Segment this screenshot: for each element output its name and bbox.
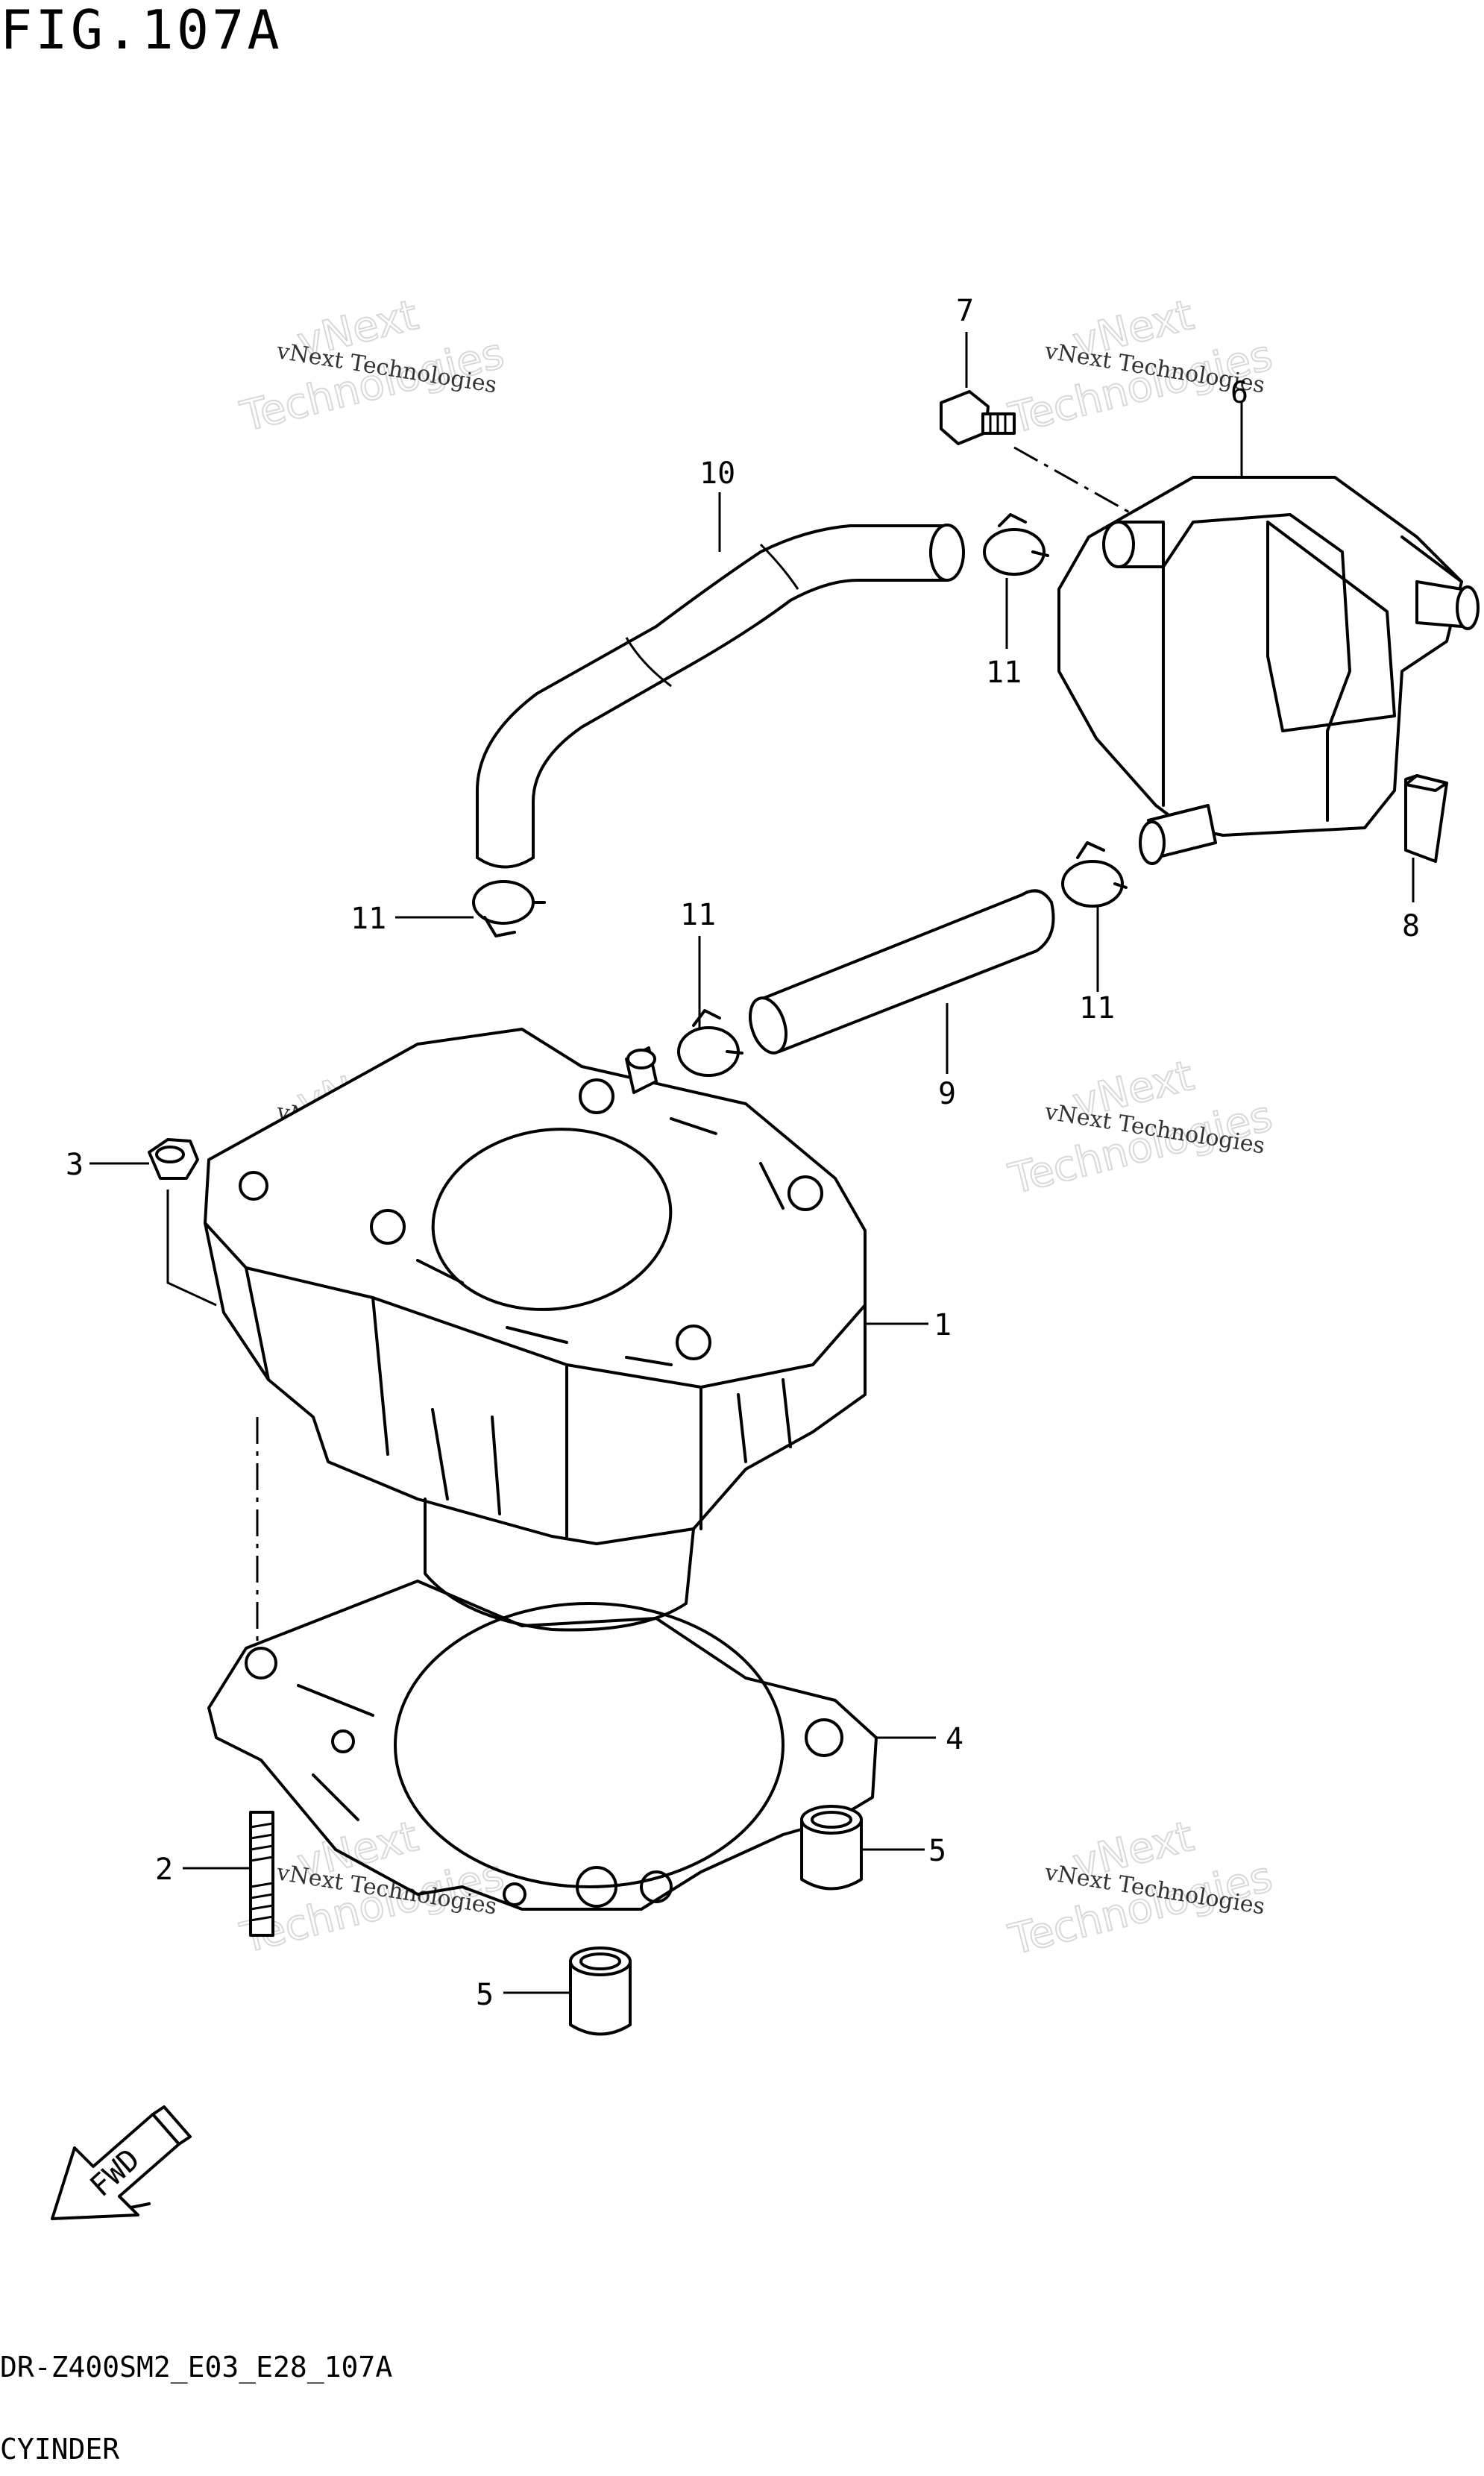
callout-11-top: 11 xyxy=(986,656,1022,690)
watermark-top-left: vNext Technologies vNext Technologies xyxy=(235,290,509,442)
callout-4: 4 xyxy=(946,1722,963,1756)
section-name: CYINDER xyxy=(0,2433,120,2466)
callout-1: 1 xyxy=(934,1308,952,1342)
callout-11-mid: 11 xyxy=(680,898,716,932)
model-code: DR-Z400SM2_E03_E28_107A xyxy=(0,2351,393,2384)
hose-part-10 xyxy=(476,524,965,869)
clamp-part-11-a xyxy=(983,513,1049,576)
callout-7: 7 xyxy=(956,294,974,328)
dowel-part-5-b xyxy=(569,1946,632,2036)
callout-11-right: 11 xyxy=(1079,991,1115,1025)
gasket-part-4 xyxy=(207,1580,878,1911)
stud-part-2 xyxy=(249,1811,274,1937)
callout-9: 9 xyxy=(938,1077,956,1111)
reservoir-part-6 xyxy=(1057,476,1480,865)
callout-5-lower: 5 xyxy=(476,1978,494,2012)
callout-11-left: 11 xyxy=(350,902,386,936)
callout-2: 2 xyxy=(155,1853,173,1887)
callout-10: 10 xyxy=(699,456,735,491)
callout-5-right: 5 xyxy=(928,1834,946,1868)
bolt-7-install-line xyxy=(1013,446,1134,516)
bolt-part-7 xyxy=(940,390,1016,445)
fwd-arrow: FWD xyxy=(51,2105,192,2220)
hose-part-9 xyxy=(749,889,1055,1055)
cylinder-part-1 xyxy=(204,1028,867,1632)
clamp-part-11-b xyxy=(472,880,546,937)
nut-part-3 xyxy=(148,1138,199,1180)
clamp-part-11-d xyxy=(1061,841,1128,908)
dowel-part-5-a xyxy=(800,1805,863,1891)
leader-lines xyxy=(89,332,1415,1994)
clamp-part-11-c xyxy=(677,1009,743,1077)
watermark-mid-right: vNext Technologies vNext Technologies xyxy=(1004,1051,1278,1204)
figure-title: FIG.107A xyxy=(0,0,283,61)
watermark-bottom-right: vNext Technologies vNext Technologies xyxy=(1004,1812,1278,1965)
cushion-part-8 xyxy=(1404,774,1448,863)
watermark-top-right: vNext Technologies vNext Technologies xyxy=(1004,290,1278,444)
callout-6: 6 xyxy=(1230,376,1248,410)
callout-3: 3 xyxy=(66,1148,84,1182)
callout-8: 8 xyxy=(1402,909,1420,943)
